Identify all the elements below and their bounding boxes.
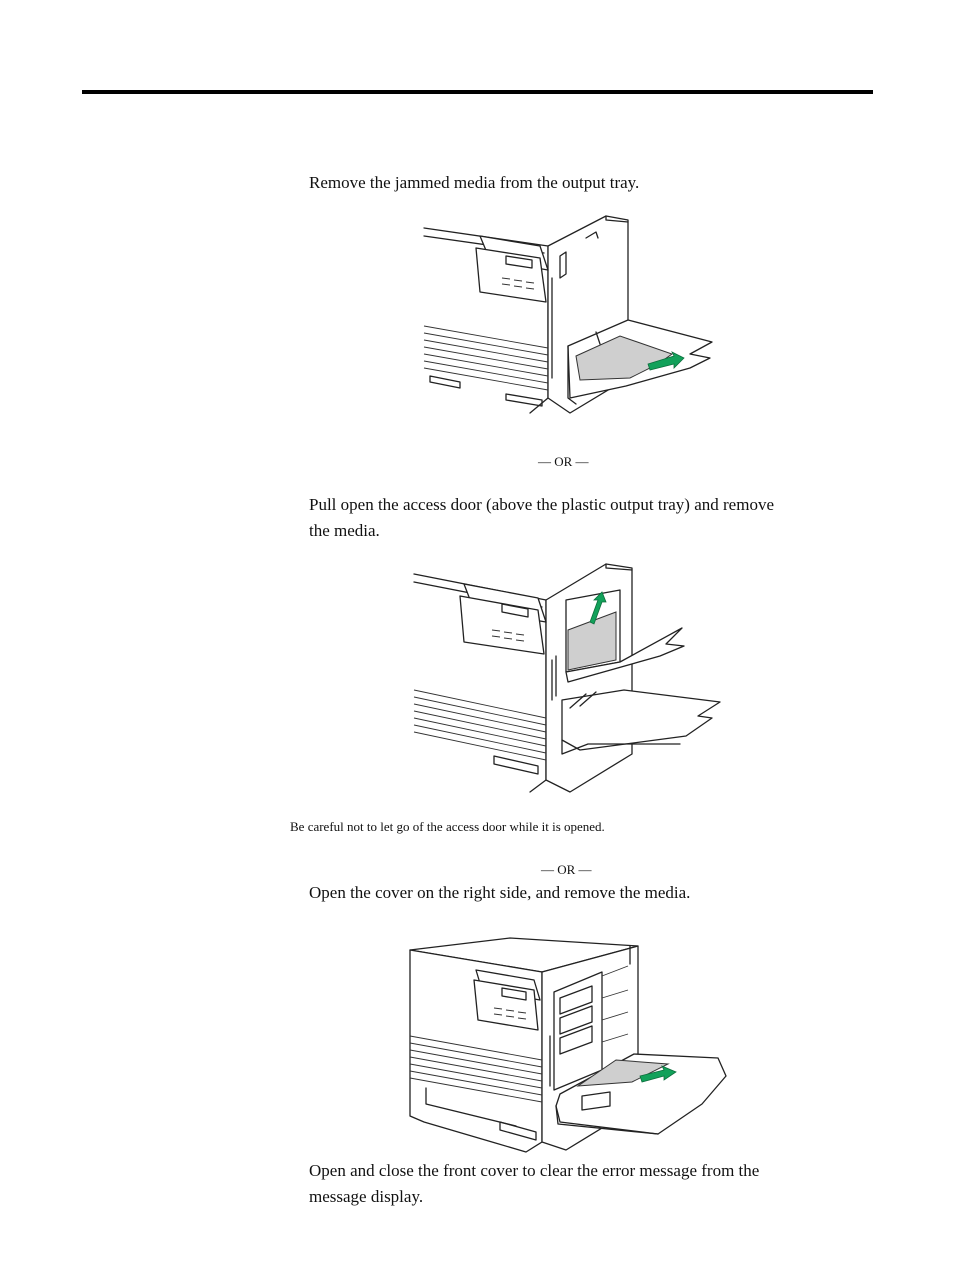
- figure-output-tray: [420, 208, 720, 428]
- step-pull-open-access-door-line2: the media.: [309, 521, 380, 540]
- caution-note: Be careful not to let go of the access d…: [290, 819, 605, 834]
- step-open-close-front-cover-line1: Open and close the front cover to clear …: [309, 1161, 760, 1180]
- step-remove-from-output-tray: Remove the jammed media from the output …: [309, 173, 640, 192]
- printer-right-cover-open-icon: [409, 937, 727, 1153]
- figure-access-door: [410, 560, 722, 796]
- step-open-close-front-cover-line2: message display.: [309, 1187, 424, 1206]
- or-separator-2: — OR —: [541, 862, 592, 877]
- printer-access-door-open-icon: [413, 563, 721, 793]
- step-open-right-cover: Open the cover on the right side, and re…: [309, 883, 691, 902]
- figure-right-cover: [406, 936, 730, 1154]
- step-pull-open-access-door-line1: Pull open the access door (above the pla…: [309, 495, 774, 514]
- printer-output-tray-jam-icon: [423, 215, 713, 414]
- header-rule: [82, 90, 873, 94]
- or-separator-1: — OR —: [538, 454, 589, 469]
